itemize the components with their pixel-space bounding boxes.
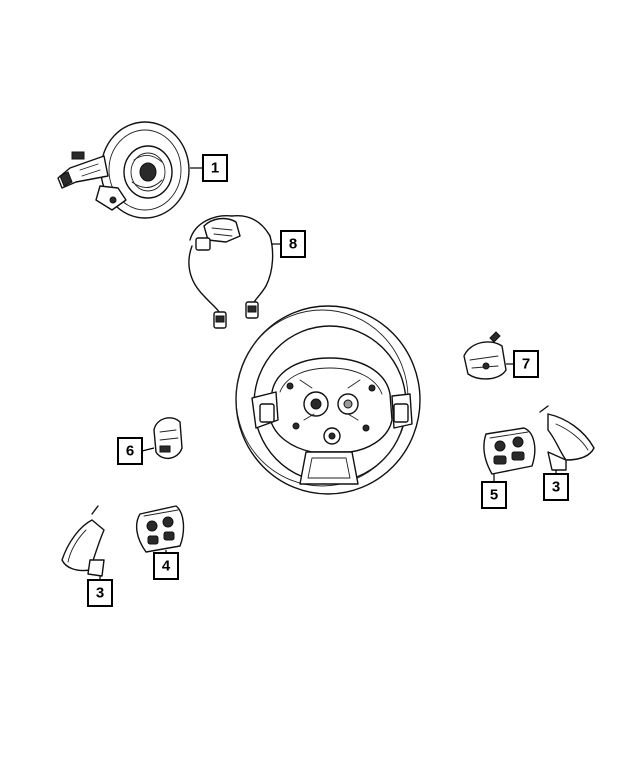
- callout-3-left[interactable]: 3: [87, 576, 113, 607]
- callout-6-label: 6: [126, 443, 134, 460]
- callout-3-right[interactable]: 3: [543, 470, 569, 501]
- clockspring-switch-part[interactable]: [57, 121, 190, 219]
- callout-1-label: 1: [211, 160, 219, 177]
- callout-3-left-label: 3: [96, 585, 104, 602]
- wiring-harness-part[interactable]: [188, 215, 274, 329]
- callout-5[interactable]: 5: [481, 474, 507, 509]
- callout-4-label: 4: [162, 558, 171, 575]
- callout-8-label: 8: [289, 236, 297, 253]
- callout-5-label: 5: [490, 487, 498, 504]
- left-button-module-part[interactable]: [135, 505, 185, 553]
- callout-4[interactable]: 4: [153, 550, 179, 580]
- callout-7[interactable]: 7: [506, 350, 539, 378]
- left-bezel-cover-part[interactable]: [61, 505, 105, 577]
- small-switch-part[interactable]: [153, 417, 183, 459]
- callout-8[interactable]: 8: [272, 230, 306, 258]
- callout-3-right-label: 3: [552, 479, 560, 496]
- steering-wheel-part[interactable]: [235, 305, 421, 495]
- right-bezel-cover-part[interactable]: [539, 405, 595, 471]
- right-button-module-part[interactable]: [483, 427, 536, 475]
- callout-6[interactable]: 6: [117, 437, 155, 465]
- paddle-switch-part[interactable]: [463, 331, 507, 380]
- callout-1[interactable]: 1: [190, 154, 228, 182]
- callout-7-label: 7: [522, 356, 530, 373]
